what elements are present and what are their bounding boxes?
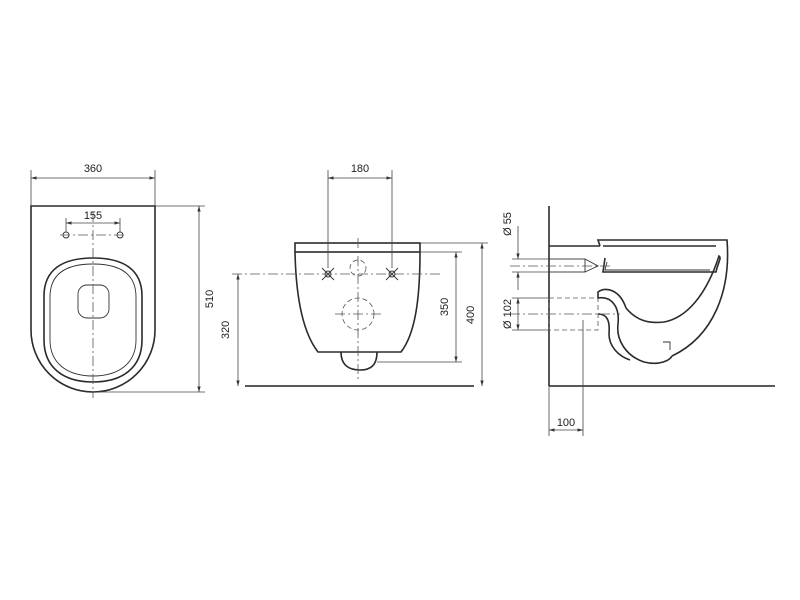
front-view-rim — [294, 242, 421, 253]
top-view-seat-ring — [43, 257, 143, 383]
dim-bolt-spacing: 180 — [351, 163, 369, 175]
top-view: 360 155 510 — [30, 163, 216, 398]
front-view-body — [294, 251, 421, 353]
side-view-inlet-pipe — [548, 258, 586, 273]
dim-front-height-350: 350 — [439, 298, 451, 316]
dim-hole-spacing: 155 — [84, 210, 102, 222]
dim-wall-offset: 100 — [557, 417, 575, 429]
dim-front-height-400: 400 — [465, 306, 477, 324]
top-view-bowl-opening — [77, 284, 110, 319]
dim-outlet-diameter: Ø 102 — [502, 299, 514, 329]
side-view: Ø 55 Ø 102 100 — [502, 206, 775, 436]
dim-inlet-diameter: Ø 55 — [502, 212, 514, 236]
dim-front-height-320: 320 — [220, 321, 232, 339]
front-view: 180 320 350 400 — [220, 163, 488, 387]
front-view-outlet — [340, 351, 378, 371]
side-view-bowl — [602, 254, 721, 324]
dim-top-length: 510 — [204, 290, 216, 308]
side-view-trap — [597, 288, 673, 365]
side-view-body — [596, 239, 729, 357]
dim-top-width: 360 — [84, 163, 102, 175]
